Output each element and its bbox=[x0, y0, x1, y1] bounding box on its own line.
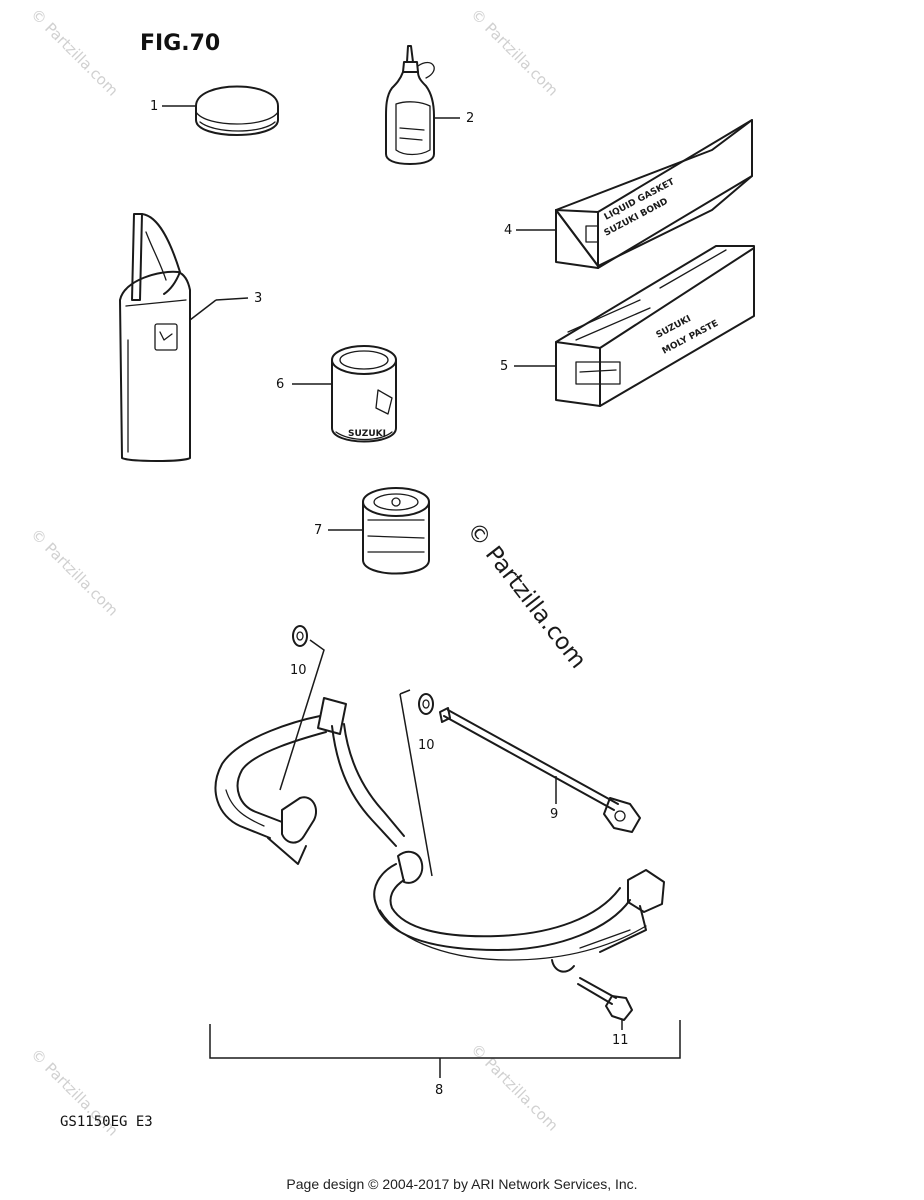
leader-line bbox=[279, 639, 325, 791]
washer-part[interactable] bbox=[292, 625, 308, 647]
watermarks: © Partzilla.com © Partzilla.com © Partzi… bbox=[27, 5, 591, 1140]
engine-guard-right-part[interactable] bbox=[373, 850, 665, 973]
model-code: GS1150EG E3 bbox=[60, 1114, 153, 1130]
can-label: SUZUKI bbox=[348, 429, 386, 439]
part-callout[interactable]: 6 bbox=[276, 377, 284, 392]
watermark-text-center: © Partzilla.com bbox=[461, 518, 591, 674]
grease-tin-part[interactable] bbox=[195, 85, 279, 136]
washer-part[interactable] bbox=[418, 693, 434, 715]
figure-title: FIG.70 bbox=[140, 31, 220, 56]
leader-line bbox=[189, 299, 217, 321]
part-callout[interactable]: 5 bbox=[500, 359, 508, 374]
part-callout[interactable]: 10 bbox=[290, 663, 307, 678]
watermark-text: © Partzilla.com bbox=[27, 5, 122, 100]
part-callout[interactable]: 2 bbox=[466, 111, 474, 126]
engine-guard-left-part[interactable] bbox=[214, 697, 405, 865]
part-callout[interactable]: 3 bbox=[254, 291, 262, 306]
part-callout[interactable]: 1 bbox=[150, 99, 158, 114]
paint-can-part[interactable]: SUZUKI bbox=[331, 345, 397, 443]
oil-bottle-part[interactable] bbox=[385, 45, 435, 165]
watermark-text: © Partzilla.com bbox=[467, 5, 562, 100]
part-callout[interactable]: 9 bbox=[550, 807, 558, 822]
part-callout[interactable]: 4 bbox=[504, 223, 512, 238]
footer-copyright: Page design © 2004-2017 by ARI Network S… bbox=[286, 1176, 638, 1192]
long-bolt-part[interactable] bbox=[439, 707, 641, 833]
part-callout[interactable]: 7 bbox=[314, 523, 322, 538]
bolt-part[interactable] bbox=[577, 977, 633, 1021]
part-callout[interactable]: 8 bbox=[435, 1083, 443, 1098]
part-callout[interactable]: 11 bbox=[612, 1033, 629, 1048]
oil-can-part[interactable] bbox=[119, 213, 191, 462]
leader-line bbox=[399, 689, 433, 877]
leader-line bbox=[215, 297, 249, 301]
set-bracket bbox=[209, 1020, 681, 1078]
part-callout[interactable]: 10 bbox=[418, 738, 435, 753]
watermark-text: © Partzilla.com bbox=[27, 525, 122, 620]
small-can-part[interactable] bbox=[362, 487, 430, 575]
moly-paste-box-part[interactable]: SUZUKI MOLY PASTE bbox=[555, 245, 755, 407]
watermark-text: © Partzilla.com bbox=[467, 1040, 562, 1135]
